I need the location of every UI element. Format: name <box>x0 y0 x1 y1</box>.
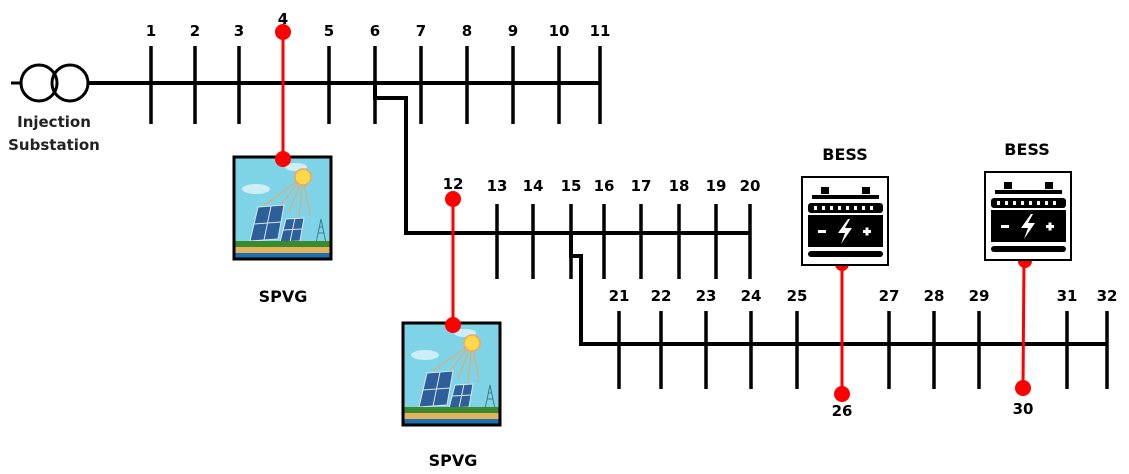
bus-label-11: 11 <box>590 22 611 40</box>
bus-label-27: 27 <box>879 287 900 305</box>
transformer-icon <box>19 63 59 103</box>
bess-device-bus-26[interactable]: BESS <box>801 145 889 402</box>
bess-device-bus-30[interactable]: BESS <box>984 140 1072 396</box>
injection-substation: Injection Substation <box>8 63 100 154</box>
bus-label-16: 16 <box>594 177 615 195</box>
device-label: SPVG <box>259 287 308 306</box>
bus-label-6: 6 <box>370 22 380 40</box>
solar-pv-icon <box>401 321 502 427</box>
bus-label-19: 19 <box>706 177 727 195</box>
bus-label-25: 25 <box>787 287 808 305</box>
lateral-feeder-1-line <box>373 83 750 235</box>
bus-label-14: 14 <box>523 177 544 195</box>
battery-icon <box>801 176 889 266</box>
device-label: BESS <box>822 145 867 164</box>
bus-label-20: 20 <box>740 177 761 195</box>
connection-node <box>275 151 291 167</box>
bus-label-28: 28 <box>924 287 945 305</box>
spvg-device-bus-12[interactable]: SPVG <box>401 191 502 470</box>
bus-label-15: 15 <box>561 177 582 195</box>
connection-node <box>445 317 461 333</box>
bus-label-13: 13 <box>487 177 508 195</box>
bus-label-26: 26 <box>832 402 853 420</box>
bus-label-3: 3 <box>234 22 244 40</box>
bus-label-32: 32 <box>1097 287 1118 305</box>
bus-label-7: 7 <box>416 22 426 40</box>
bus-label-29: 29 <box>969 287 990 305</box>
substation-label-line1: Injection <box>17 113 91 131</box>
battery-icon <box>984 171 1072 261</box>
bus-label-9: 9 <box>508 22 518 40</box>
bus-ticks <box>149 46 1109 389</box>
bus-label-10: 10 <box>549 22 570 40</box>
connection-node <box>445 191 461 207</box>
bus-label-30: 30 <box>1013 400 1034 418</box>
bus-label-31: 31 <box>1057 287 1078 305</box>
device-label: SPVG <box>429 451 478 470</box>
bus-label-24: 24 <box>741 287 762 305</box>
connection-node <box>834 386 850 402</box>
device-label: BESS <box>1004 140 1049 159</box>
bus-label-4: 4 <box>278 10 288 28</box>
bus-label-1: 1 <box>146 22 156 40</box>
bus-label-12: 12 <box>443 175 464 193</box>
bus-label-5: 5 <box>324 22 334 40</box>
connection-node <box>275 24 291 40</box>
substation-label-line2: Substation <box>8 136 100 154</box>
bus-label-2: 2 <box>190 22 200 40</box>
bus-label-18: 18 <box>669 177 690 195</box>
bus-label-21: 21 <box>609 287 630 305</box>
connection-line <box>1021 258 1026 389</box>
solar-pv-icon <box>232 155 333 261</box>
connection-node <box>1015 380 1031 396</box>
bus-label-17: 17 <box>631 177 652 195</box>
bus-label-22: 22 <box>651 287 672 305</box>
spvg-device-bus-4[interactable]: SPVG <box>232 24 333 306</box>
bus-label-23: 23 <box>696 287 717 305</box>
bus-label-8: 8 <box>462 22 472 40</box>
